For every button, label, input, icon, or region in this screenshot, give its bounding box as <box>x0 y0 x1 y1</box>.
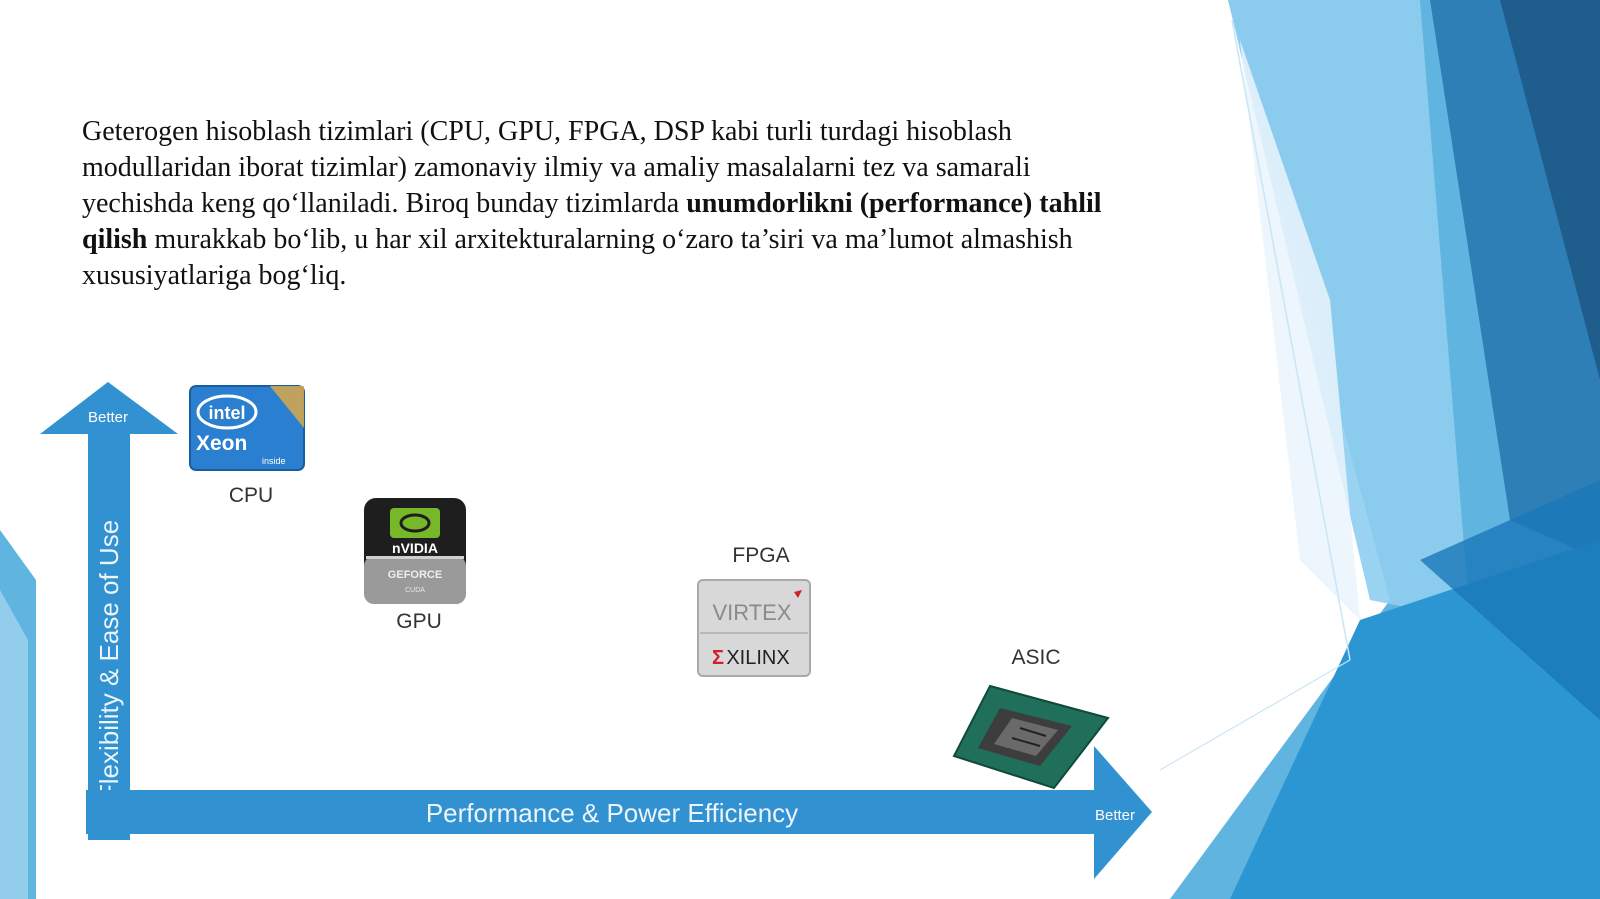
cpu-logo: intel Xeon inside <box>189 385 305 471</box>
gpu-logo: nVIDIA GEFORCE CUDA <box>364 498 466 604</box>
cpu-logo-line1: intel <box>208 403 245 423</box>
paragraph-bold: unumdorlikni (performance) tahlil qilish <box>82 188 1102 255</box>
gpu-logo-line2: GEFORCE <box>388 569 442 581</box>
cpu-logo-line3: inside <box>262 456 286 466</box>
asic-label: ASIC <box>1011 646 1060 669</box>
cpu-label: CPU <box>229 484 273 507</box>
body-paragraph: Geterogen hisoblash tizimlari (CPU, GPU,… <box>82 114 1122 294</box>
comparison-diagram: Better Flexibility & Ease of Use Perform… <box>40 382 1152 879</box>
paragraph-part-1: Geterogen hisoblash tizimlari (CPU, GPU,… <box>82 116 1031 219</box>
x-axis-label: Performance & Power Efficiency <box>426 798 798 828</box>
x-axis-better: Better <box>1095 807 1135 824</box>
y-axis-better: Better <box>88 409 128 426</box>
x-axis-arrow: Performance & Power Efficiency Better <box>86 746 1152 879</box>
paragraph-part-2: murakkab bo‘lib, u har xil arxitekturala… <box>82 224 1073 291</box>
fpga-logo: VIRTEX XILINX Σ <box>697 579 811 677</box>
fpga-label: FPGA <box>732 544 789 567</box>
xilinx-mark-icon: Σ <box>712 647 724 669</box>
gpu-logo-line3: CUDA <box>405 587 425 594</box>
fpga-logo-line2: XILINX <box>726 647 789 669</box>
asic-chip-icon <box>952 684 1110 790</box>
gpu-label: GPU <box>396 610 442 633</box>
cpu-logo-line2: Xeon <box>196 432 247 455</box>
gpu-logo-line1: nVIDIA <box>392 540 438 556</box>
y-axis-arrow: Better Flexibility & Ease of Use <box>40 382 178 840</box>
fpga-logo-line1: VIRTEX <box>712 600 791 625</box>
y-axis-label: Flexibility & Ease of Use <box>94 520 124 800</box>
virtex-star-icon <box>794 590 802 598</box>
